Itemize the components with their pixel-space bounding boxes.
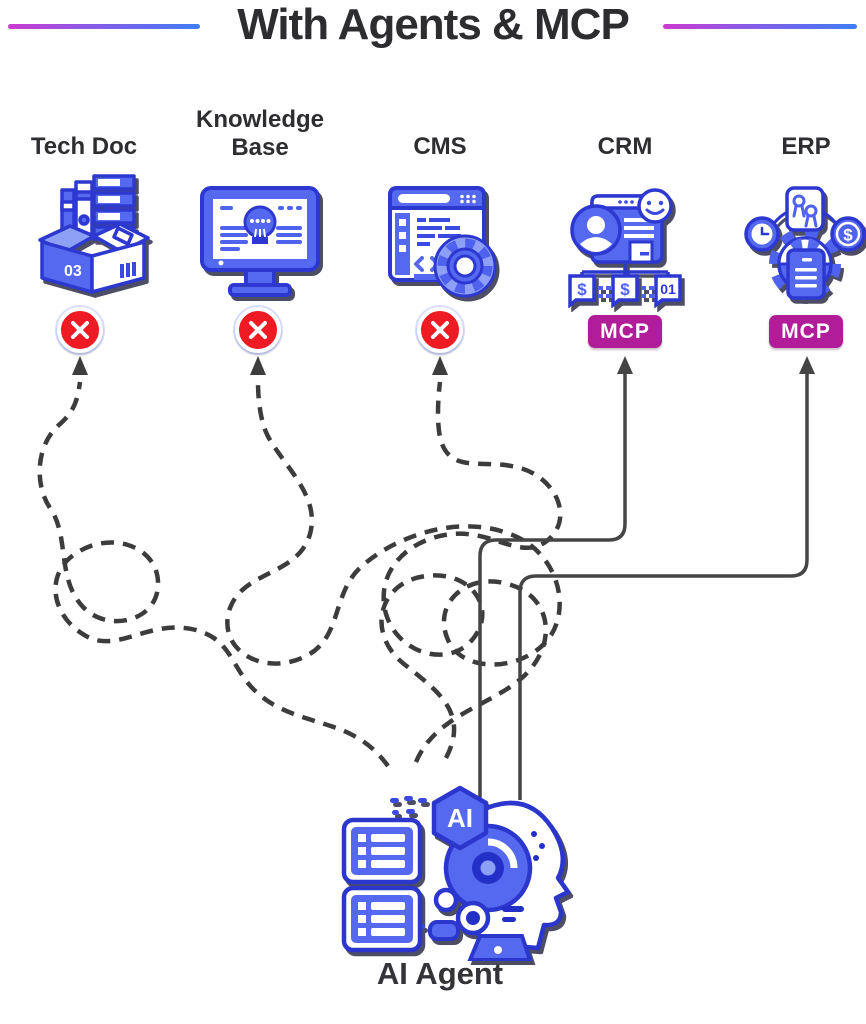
crm-bubble-dollar-1: $ — [577, 280, 587, 299]
x-glyph — [71, 321, 89, 339]
label-tech-doc: Tech Doc — [30, 133, 138, 160]
customer-chat-icon: $ $ 01 — [568, 188, 682, 308]
x-glyph — [431, 321, 449, 339]
robot-head — [428, 800, 571, 961]
gear-teeth — [437, 238, 493, 294]
page-title: With Agents & MCP — [237, 0, 630, 49]
browser-gear-icon — [388, 186, 497, 298]
ai-chip: AI — [431, 785, 489, 851]
solid-arrowheads — [617, 356, 815, 374]
mcp-badge-erp: MCP — [769, 315, 843, 348]
box-documents-icon: 03 — [38, 174, 150, 294]
label-knowledge-base: Knowledge Base — [195, 106, 324, 161]
data-panels — [341, 817, 423, 953]
x-glyph — [249, 321, 267, 339]
robot-head-icon: AI — [341, 785, 571, 961]
monitor-lightbulb-icon — [200, 186, 320, 297]
gear-teeth — [769, 228, 841, 300]
gear-modules-icon: $ — [744, 186, 866, 300]
tangled-dashed-paths — [37, 381, 563, 768]
solid-mcp-paths — [478, 372, 809, 800]
decorative-gradient-line-left — [8, 24, 200, 29]
label-cms: CMS — [413, 133, 467, 160]
erp-coin-dollar: $ — [843, 226, 853, 245]
blocked-x-icon — [57, 307, 103, 353]
agent-label: AI Agent — [376, 956, 504, 991]
crm-bubble-dollar-2: $ — [620, 280, 630, 299]
blocked-x-icon — [235, 307, 281, 353]
crm-bubble-binary: 01 — [660, 281, 676, 297]
blocked-x-icon — [417, 307, 463, 353]
label-erp: ERP — [781, 133, 831, 160]
ai-chip-text: AI — [447, 803, 473, 833]
label-crm: CRM — [597, 133, 653, 160]
box-number-text: 03 — [64, 263, 82, 280]
dashed-arrowheads — [72, 356, 448, 375]
mcp-badge-crm: MCP — [588, 315, 662, 348]
decorative-gradient-line-right — [663, 24, 857, 29]
